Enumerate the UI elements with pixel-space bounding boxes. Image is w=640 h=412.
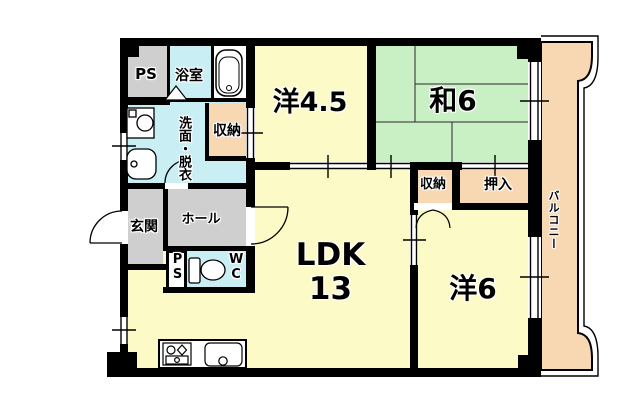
wall [518, 355, 531, 370]
room-hall [166, 187, 246, 247]
wall [120, 264, 166, 270]
wall [246, 38, 255, 108]
wall [410, 162, 462, 170]
label-western45: 洋4.5 [272, 87, 348, 118]
label-ps1: PS [135, 65, 157, 83]
wall [120, 344, 128, 358]
room-closet [456, 167, 540, 205]
label-hall: ホール [181, 212, 221, 227]
label-entrance: 玄関 [130, 219, 158, 235]
wall [163, 287, 249, 293]
wall [163, 246, 249, 251]
wall [107, 368, 541, 377]
label-washroom: 洗面・脱衣 [176, 115, 191, 181]
label-wc: WC [229, 252, 244, 282]
wall [120, 243, 128, 317]
label-closet: 押入 [484, 177, 512, 193]
wall [246, 162, 290, 170]
wall [452, 203, 541, 210]
room-bathtub [212, 42, 246, 99]
wall [452, 167, 460, 210]
wall [367, 38, 376, 170]
label-western6: 洋6 [449, 272, 497, 305]
label-ldk: LDK 13 [268, 238, 393, 306]
wall [246, 246, 255, 293]
wall [120, 97, 170, 105]
wall [205, 103, 209, 158]
wall [120, 38, 128, 133]
label-bath: 浴室 [175, 68, 203, 84]
wall [410, 265, 418, 372]
label-japanese6: 和6 [429, 84, 477, 117]
wall [167, 42, 170, 98]
room-storage1 [209, 103, 246, 157]
label-ldk-text: LDK [295, 237, 366, 273]
wall [120, 183, 165, 189]
wall [528, 140, 541, 237]
label-ps2: PS [172, 252, 183, 282]
wall [517, 46, 528, 59]
wall [246, 158, 255, 207]
wall [127, 45, 139, 57]
wall [528, 38, 541, 62]
room-entrance [124, 189, 163, 265]
wall [211, 42, 214, 98]
label-balcony: バルコニー [547, 190, 560, 250]
wall [188, 183, 246, 189]
label-storage1: 収納 [213, 123, 241, 139]
room-storage2 [414, 167, 452, 205]
wall [410, 162, 418, 215]
wall [205, 156, 247, 161]
label-storage2: 収納 [419, 177, 446, 192]
wall [163, 186, 168, 250]
label-ldk-size: 13 [308, 271, 353, 308]
wall [528, 318, 541, 377]
wall [120, 38, 541, 46]
wall [167, 98, 246, 102]
